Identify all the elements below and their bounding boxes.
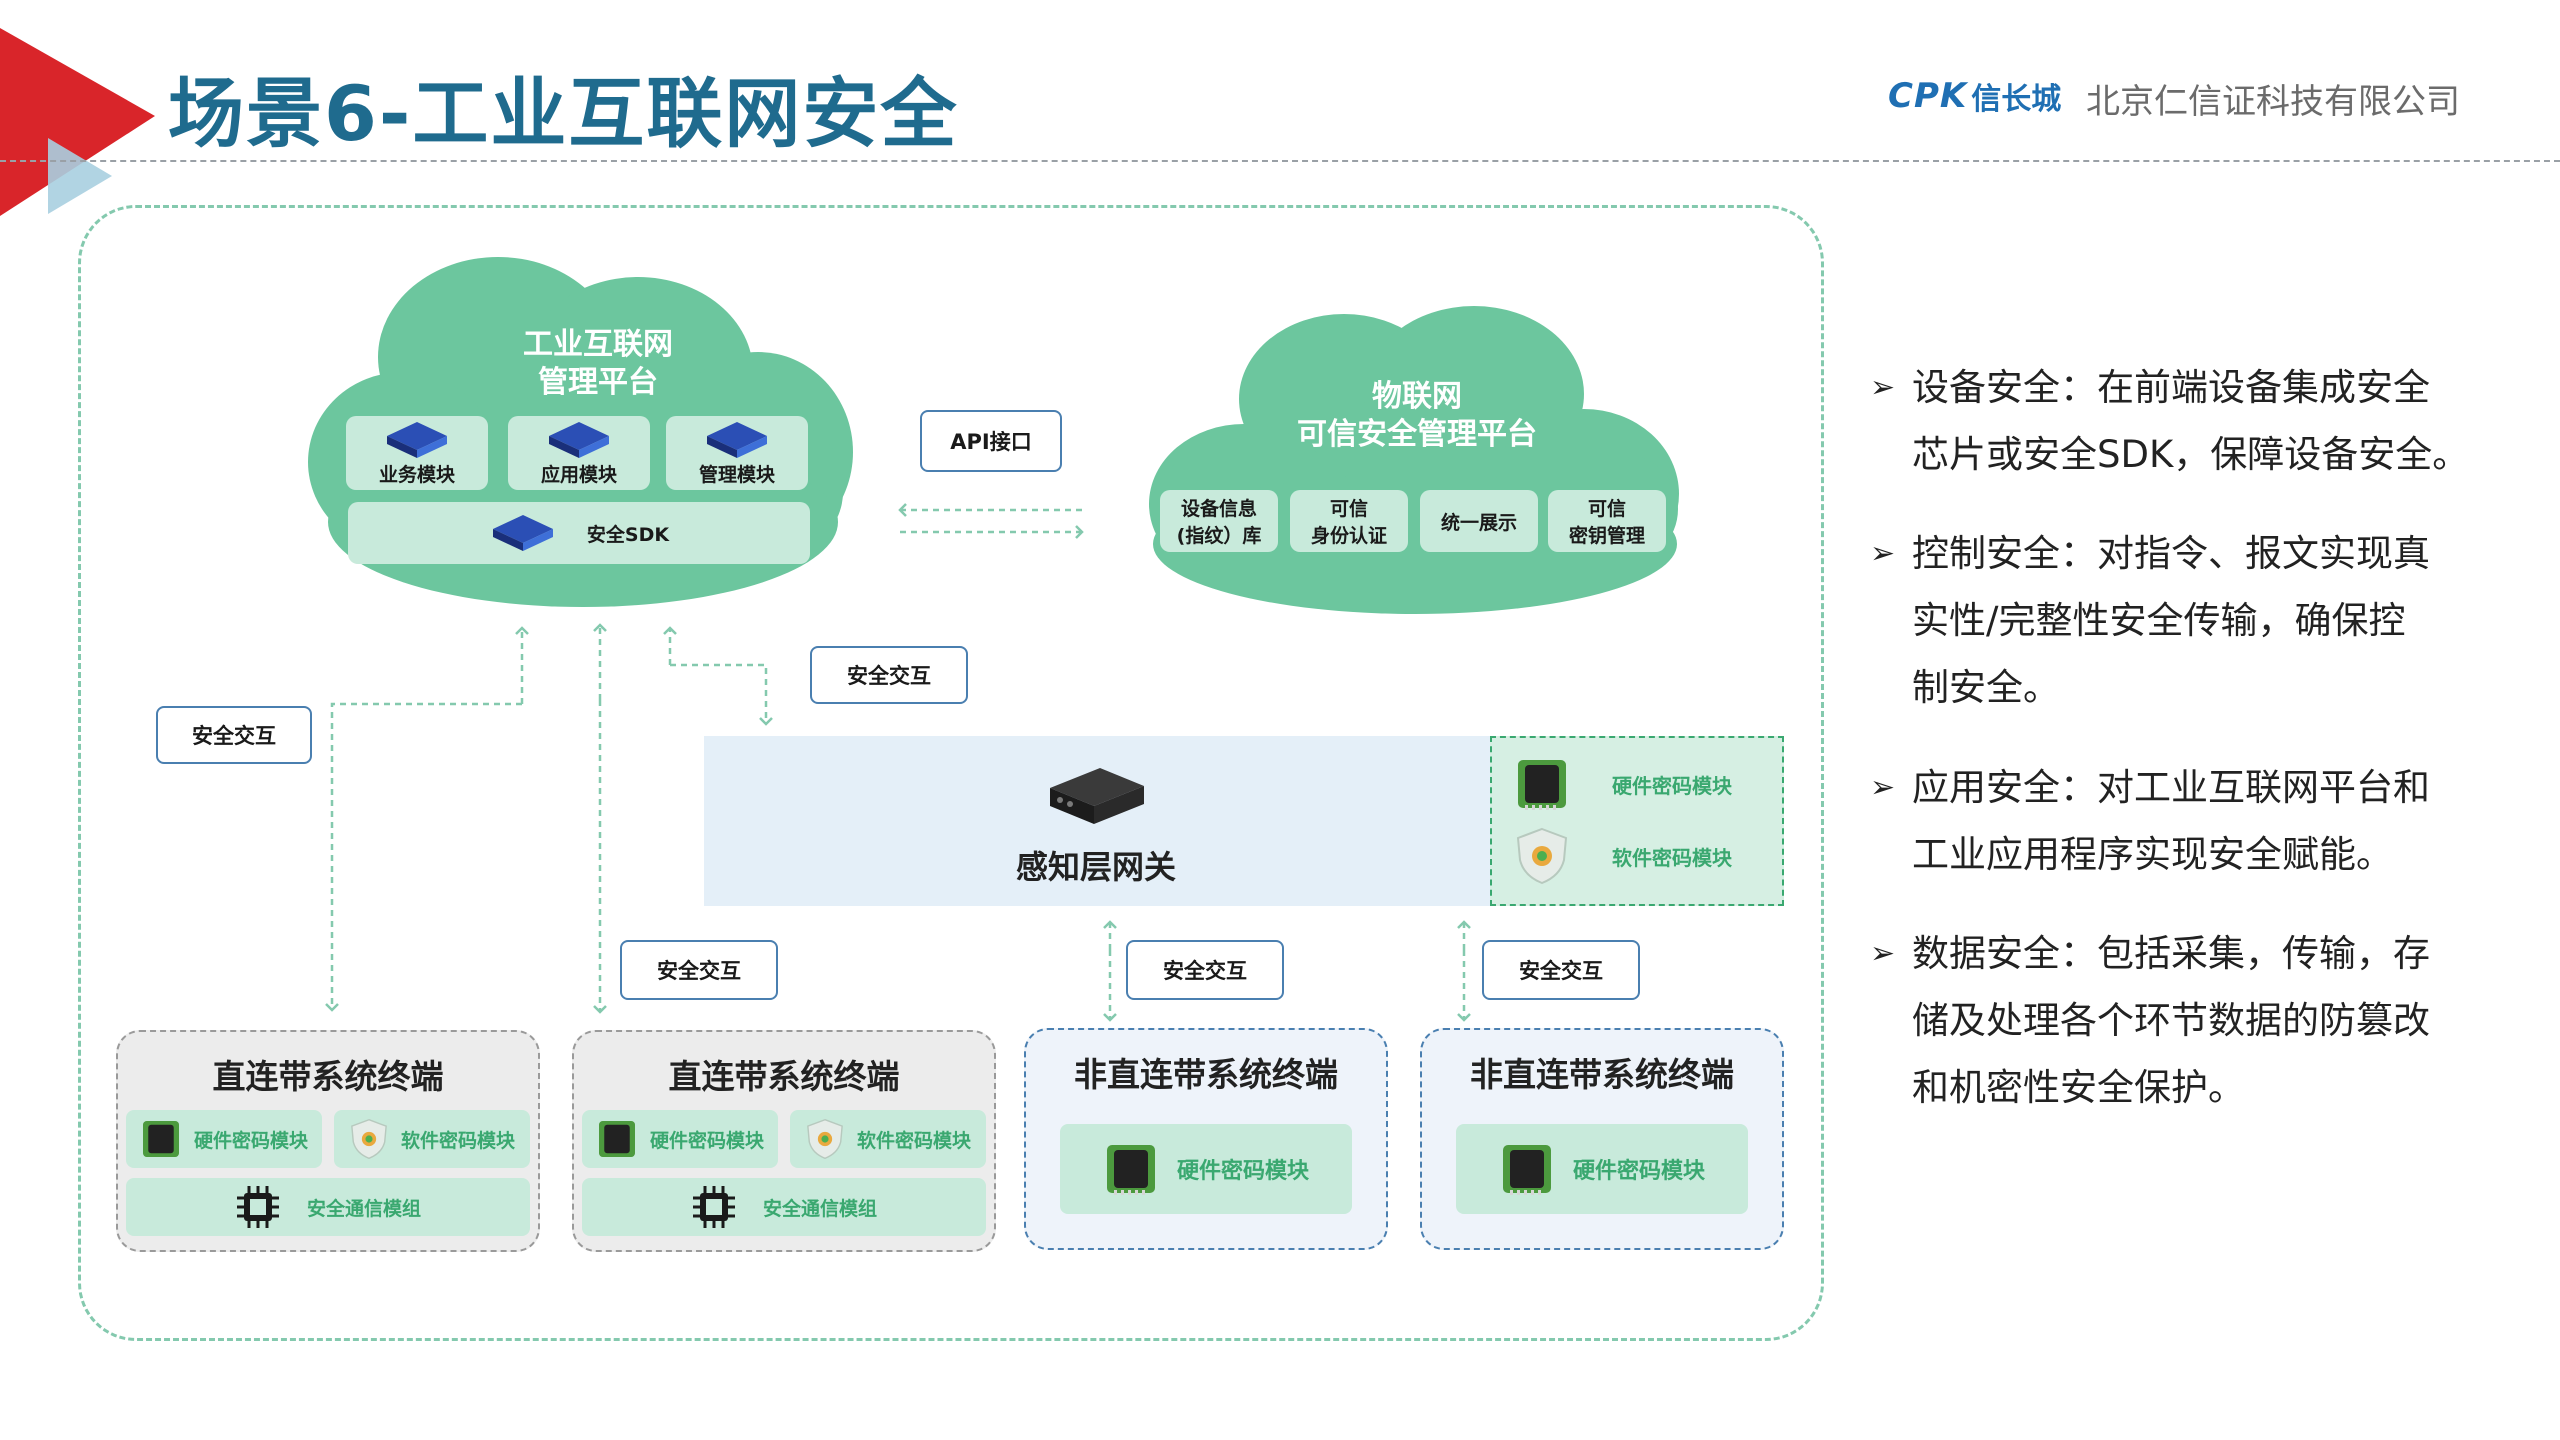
terminal-2-sw-label: 软件密码模块 xyxy=(856,1129,971,1152)
terminal-2-comm-label: 安全通信模组 xyxy=(762,1197,877,1220)
arrow-bullet-icon: ➢ xyxy=(1870,936,1896,971)
terminal-2-hw-label: 硬件密码模块 xyxy=(649,1129,764,1152)
page-title: 场景6-工业互联网安全 xyxy=(168,69,959,158)
terminal-1-hw-module: 硬件密码模块 xyxy=(126,1110,322,1168)
iot-module-1-line1: 设备信息 xyxy=(1180,498,1257,520)
chip-icon xyxy=(1106,1145,1155,1195)
iot-module-key-management: 可信 密钥管理 xyxy=(1548,490,1666,552)
cpu-icon xyxy=(692,1186,735,1228)
gateway-software-module-label: 软件密码模块 xyxy=(1612,845,1732,870)
shield-icon xyxy=(1516,827,1568,885)
iot-module-2-line1: 可信 xyxy=(1329,498,1368,520)
terminal-2-sw-module: 软件密码模块 xyxy=(790,1110,986,1168)
industrial-cloud-title-line1: 工业互联网 xyxy=(523,327,673,362)
iot-cloud-shape xyxy=(1149,306,1679,614)
bullet-4-line1: 数据安全：包括采集，传输，存 xyxy=(1912,932,2430,975)
bullet-2-line2: 实性/完整性安全传输，确保控 xyxy=(1912,599,2406,642)
diagram-frame xyxy=(78,205,1824,1341)
bullet-4-line2: 储及处理各个环节数据的防篡改 xyxy=(1912,999,2430,1042)
secure-interaction-label-terminal2: 安全交互 xyxy=(620,940,778,1000)
iot-cloud-title: 物联网 可信安全管理平台 xyxy=(1262,378,1572,454)
logo-mark: CPK xyxy=(1888,76,1968,116)
module-management: 管理模块 xyxy=(666,416,808,490)
bullet-2-line3: 制安全。 xyxy=(1912,666,2060,709)
module-security-sdk: 安全SDK xyxy=(348,502,810,564)
company-logo: CPK 信长城 xyxy=(1888,76,2061,117)
arrow-bullet-icon: ➢ xyxy=(1870,536,1896,571)
secure-interaction-label-gateway: 安全交互 xyxy=(810,646,968,704)
chip-icon xyxy=(142,1121,179,1157)
cube-icon xyxy=(707,421,767,458)
iot-module-2-line2: 身份认证 xyxy=(1310,525,1387,547)
industrial-cloud-title: 工业互联网 管理平台 xyxy=(458,326,738,402)
secure-interaction-label-left: 安全交互 xyxy=(156,706,312,764)
iot-module-4-line2: 密钥管理 xyxy=(1568,525,1645,547)
shield-icon xyxy=(807,1118,843,1160)
module-application: 应用模块 xyxy=(508,416,650,490)
module-business: 业务模块 xyxy=(346,416,488,490)
terminal-1-hw-label: 硬件密码模块 xyxy=(193,1129,308,1152)
corner-arrow-decoration xyxy=(0,28,155,216)
arrow-bullet-icon: ➢ xyxy=(1870,370,1896,405)
gateway-title: 感知层网关 xyxy=(1015,848,1176,886)
iot-cloud-title-line1: 物联网 xyxy=(1372,379,1462,414)
router-icon xyxy=(1050,768,1144,824)
terminal-direct-2-title: 直连带系统终端 xyxy=(668,1057,900,1096)
module-application-label: 应用模块 xyxy=(540,463,617,486)
bullet-device-security: ➢ 设备安全：在前端设备集成安全 芯片或安全SDK，保障设备安全。 xyxy=(1870,354,2532,488)
terminal-indirect-2-title: 非直连带系统终端 xyxy=(1470,1055,1734,1094)
iot-module-device-fingerprint: 设备信息 (指纹）库 xyxy=(1160,490,1278,552)
terminal-1-comm-module: 安全通信模组 xyxy=(126,1178,530,1236)
cube-icon xyxy=(549,421,609,458)
module-management-label: 管理模块 xyxy=(698,463,775,486)
secure-interaction-label-terminal3: 安全交互 xyxy=(1126,940,1284,1000)
terminal-2-comm-module: 安全通信模组 xyxy=(582,1178,986,1236)
iot-module-1-line2: (指纹）库 xyxy=(1176,525,1262,547)
bullet-1-line1: 设备安全：在前端设备集成安全 xyxy=(1912,366,2430,409)
gateway-hardware-module: 硬件密码模块 xyxy=(1514,756,1732,812)
chip-icon xyxy=(598,1121,635,1157)
module-security-sdk-label: 安全SDK xyxy=(586,523,670,546)
bullet-3-line2: 工业应用程序实现安全赋能。 xyxy=(1912,833,2393,876)
bullet-1-line2: 芯片或安全SDK，保障设备安全。 xyxy=(1912,433,2470,476)
cpu-icon xyxy=(236,1186,279,1228)
arrow-bullet-icon: ➢ xyxy=(1870,770,1896,805)
terminal-1-comm-label: 安全通信模组 xyxy=(306,1197,421,1220)
chip-icon xyxy=(1518,760,1566,810)
terminal-direct-1-title: 直连带系统终端 xyxy=(212,1057,444,1096)
bullet-2-line1: 控制安全：对指令、报文实现真 xyxy=(1912,532,2430,575)
terminal-4-hw-label: 硬件密码模块 xyxy=(1572,1159,1705,1184)
terminal-1-sw-module: 软件密码模块 xyxy=(334,1110,530,1168)
terminal-3-hw-module: 硬件密码模块 xyxy=(1060,1124,1352,1214)
gateway-hardware-module-label: 硬件密码模块 xyxy=(1612,773,1732,798)
secure-interaction-label-terminal4: 安全交互 xyxy=(1482,940,1640,1000)
iot-cloud-title-line2: 可信安全管理平台 xyxy=(1297,417,1537,452)
bullet-data-security: ➢ 数据安全：包括采集，传输，存 储及处理各个环节数据的防篡改 和机密性安全保护… xyxy=(1870,920,2532,1121)
cube-icon xyxy=(387,421,447,458)
api-interface-label: API接口 xyxy=(920,410,1062,472)
bullet-application-security: ➢ 应用安全：对工业互联网平台和 工业应用程序实现安全赋能。 xyxy=(1870,754,2532,888)
logo-name: 信长城 xyxy=(1971,82,2062,117)
terminal-indirect-1-title: 非直连带系统终端 xyxy=(1074,1055,1338,1094)
terminal-4-hw-module: 硬件密码模块 xyxy=(1456,1124,1748,1214)
bullet-4-line3: 和机密性安全保护。 xyxy=(1912,1066,2245,1109)
chip-icon xyxy=(1502,1145,1551,1195)
module-business-label: 业务模块 xyxy=(378,463,455,486)
shield-icon xyxy=(351,1118,387,1160)
iot-module-unified-display: 统一展示 xyxy=(1420,490,1538,552)
terminal-3-hw-label: 硬件密码模块 xyxy=(1176,1159,1309,1184)
terminal-1-sw-label: 软件密码模块 xyxy=(400,1129,515,1152)
terminal-2-hw-module: 硬件密码模块 xyxy=(582,1110,778,1168)
header-divider xyxy=(0,160,2560,162)
company-name: 北京仁信证科技有限公司 xyxy=(2086,82,2460,122)
industrial-cloud-title-line2: 管理平台 xyxy=(538,365,658,400)
iot-module-trusted-auth: 可信 身份认证 xyxy=(1290,490,1408,552)
bullet-3-line1: 应用安全：对工业互联网平台和 xyxy=(1912,766,2430,809)
bullet-control-security: ➢ 控制安全：对指令、报文实现真 实性/完整性安全传输，确保控 制安全。 xyxy=(1870,520,2532,721)
iot-module-3-line1: 统一展示 xyxy=(1440,511,1517,534)
iot-module-4-line1: 可信 xyxy=(1587,498,1626,520)
cube-icon xyxy=(492,515,553,551)
gateway-software-module: 软件密码模块 xyxy=(1514,826,1732,886)
